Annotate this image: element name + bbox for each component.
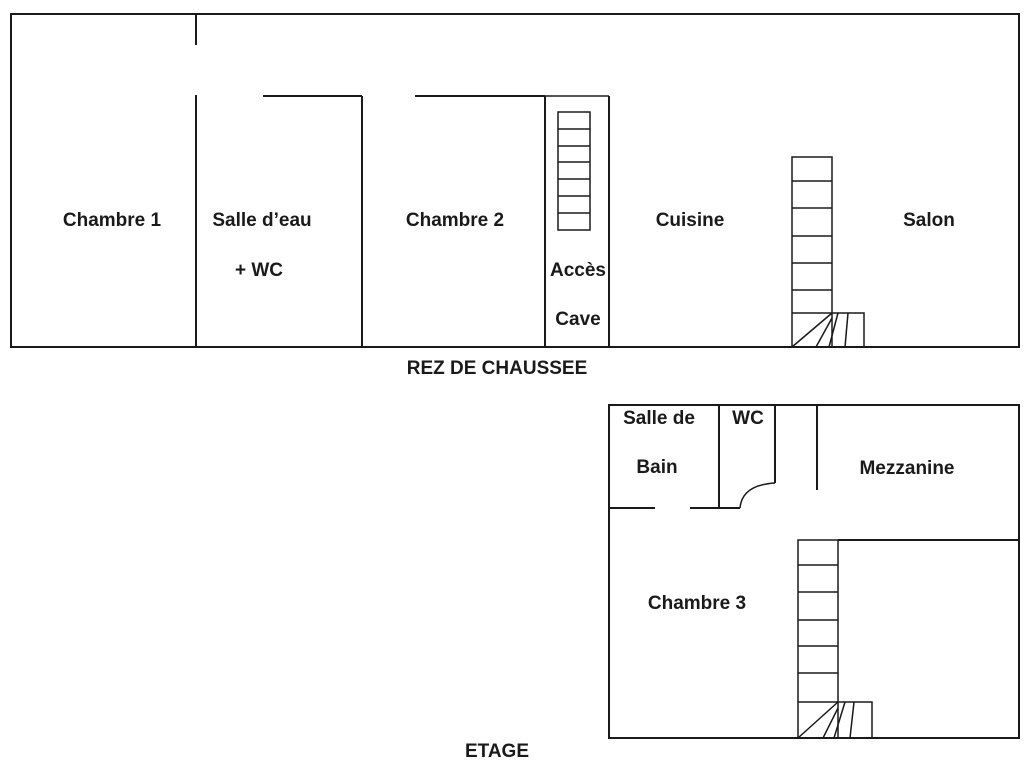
- staircase-icon: [557, 111, 591, 231]
- room-label-cuisine: Cuisine: [656, 210, 725, 231]
- ground-floor-plan: Chambre 1 Salle d’eau + WC Chambre 2 Acc…: [10, 13, 1020, 379]
- room-label-salle-deau: Salle d’eau: [212, 210, 311, 231]
- room-label-wc: WC: [732, 408, 764, 429]
- floor-title-rez-de-chaussee: REZ DE CHAUSSEE: [407, 358, 588, 379]
- door-swing-icon: [739, 482, 776, 509]
- room-label-mezzanine: Mezzanine: [859, 458, 954, 479]
- room-label-salle-de: Salle de: [623, 408, 695, 429]
- room-label-chambre-1: Chambre 1: [63, 210, 162, 231]
- room-label-chambre-2: Chambre 2: [406, 210, 504, 231]
- room-label-cave: Cave: [555, 309, 600, 330]
- room-label-salle-deau-wc: + WC: [235, 260, 283, 281]
- staircase-icon: [791, 156, 865, 348]
- staircase-icon: [797, 539, 873, 739]
- room-label-chambre-3: Chambre 3: [648, 593, 746, 614]
- room-label-bain: Bain: [636, 457, 677, 478]
- room-label-acces: Accès: [550, 260, 606, 281]
- ground-floor-outer-wall: [10, 13, 1020, 348]
- upper-floor-plan: Salle de Bain WC Mezzanine Chambre 3 ETA…: [465, 404, 1020, 762]
- room-label-salon: Salon: [903, 210, 955, 231]
- floor-title-etage: ETAGE: [465, 741, 529, 762]
- upper-floor-outer-wall: [608, 404, 1020, 739]
